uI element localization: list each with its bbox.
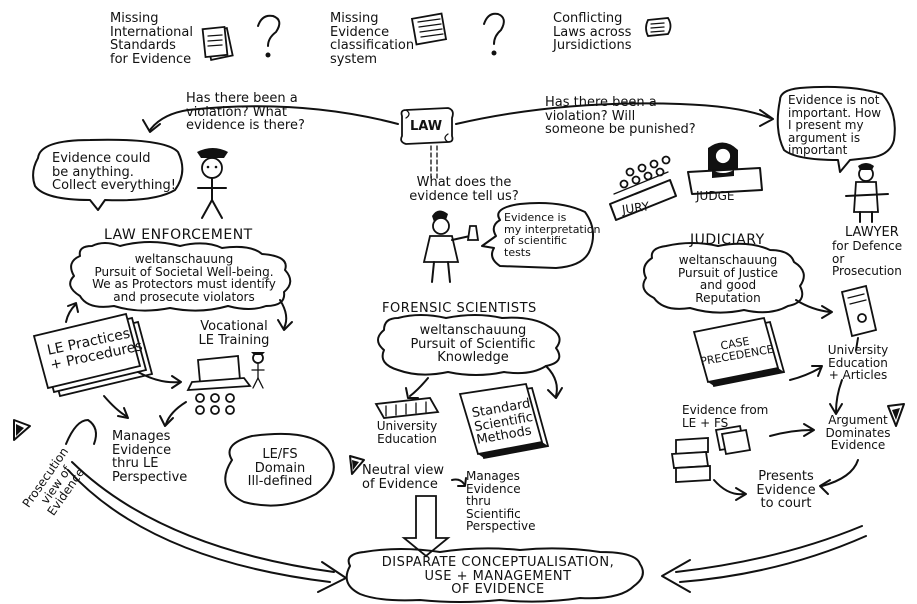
question-law-enforcement: Has there been a violation? What evidenc…	[186, 91, 305, 134]
manages-le-label: Manages Evidence thru LE Perspective	[112, 429, 188, 485]
speech-bubble-forensic	[481, 202, 595, 269]
instructor-icon	[251, 352, 265, 389]
arrow-neutral-to-manages	[451, 477, 467, 487]
students-icon	[195, 393, 235, 415]
training-label: Vocational LE Training	[198, 319, 270, 348]
judiciary-university-label: University Education + Articles	[827, 343, 889, 383]
label-law: LAW	[410, 119, 443, 134]
eye-icon	[13, 419, 31, 441]
speech-forensic-text: Evidence is my interpretation of scienti…	[504, 211, 601, 259]
arrow-university-to-argument	[829, 379, 843, 415]
arrow-certificate-to-university	[855, 337, 859, 351]
police-officer-icon	[197, 148, 228, 219]
neutral-view-label: Neutral view of Evidence	[362, 463, 445, 492]
judge-label: JUDGE	[696, 189, 735, 203]
arrow-right-to-judiciary	[455, 102, 774, 127]
ill-defined-circle	[224, 432, 335, 507]
arrow-practices-to-worldview	[65, 302, 79, 323]
ill-defined-label: LE/FS Domain Ill-defined	[247, 447, 313, 490]
lawyer-role-label: for Defence or Prosecution	[832, 239, 903, 279]
practices-document-stack	[32, 312, 154, 398]
dashed-connector-law-to-scientist	[430, 145, 438, 179]
worldview-law-enforcement: weltanschauung Pursuit of Societal Well-…	[92, 252, 276, 304]
arrow-worldview-to-methods	[545, 365, 563, 399]
papers-icon	[714, 424, 752, 456]
arrow-worldview-to-university	[405, 377, 429, 399]
manages-forensic-label: Manages Evidence thru Scientific Perspec…	[466, 469, 536, 534]
laptop-icon	[186, 355, 252, 391]
scientist-icon	[422, 210, 480, 283]
speech-bubble-law-enforcement	[32, 138, 184, 211]
arrow-practices-to-students	[137, 371, 182, 389]
arrow-worldview-to-training	[277, 299, 293, 331]
label-conflicting-laws: Conflicting Laws across Jursidictions	[553, 11, 632, 54]
arrow-worldview-to-certificate	[795, 299, 833, 319]
worldview-forensic: weltanschauung Pursuit of Scientific Kno…	[410, 323, 536, 366]
evidence-from-label: Evidence from LE + FS	[682, 403, 769, 430]
document-icon	[410, 12, 448, 46]
conclusion-label: DISPARATE CONCEPTUALISATION, USE + MANAG…	[381, 555, 615, 598]
worldview-cloud-law-enforcement	[69, 241, 292, 312]
worldview-cloud-judiciary	[642, 242, 805, 314]
big-arrow-down-center	[401, 495, 451, 558]
title-law-enforcement: LAW ENFORCEMENT	[104, 227, 253, 243]
lawyer-icon	[845, 163, 889, 223]
title-judiciary: JUDICIARY	[690, 232, 765, 248]
forensic-university-label: University Education	[376, 419, 438, 446]
arrow-prosecution-curve	[65, 419, 97, 445]
argument-label: Argument Dominates Evidence	[825, 413, 891, 453]
judge-icon	[687, 142, 763, 195]
arrow-evidence-to-presents	[713, 479, 747, 501]
arrow-judiciary-to-bottom	[661, 525, 867, 593]
question-judiciary: Has there been a violation? Will someone…	[545, 95, 696, 138]
label-missing-standards: Missing International Standards for Evid…	[110, 11, 193, 67]
arrow-evidence-to-argument	[769, 423, 815, 437]
university-icon	[374, 397, 440, 419]
arrow-training-to-manages	[159, 401, 187, 427]
eye-icon	[349, 455, 365, 475]
document-stack-icon	[201, 25, 234, 62]
worldview-cloud-forensic	[377, 314, 561, 376]
file-boxes-icon	[670, 437, 711, 483]
arrow-practices-to-manages	[103, 395, 129, 419]
certificate-icon	[840, 284, 878, 338]
speech-bubble-judiciary	[776, 85, 896, 173]
conclusion-cloud	[345, 547, 644, 603]
question-forensic: What does the evidence tell us?	[409, 175, 519, 204]
question-mark-icon	[257, 14, 281, 58]
label-missing-classification: Missing Evidence classification system	[330, 11, 415, 67]
speech-judiciary-text: Evidence is not important. How I present…	[788, 93, 882, 158]
eye-icon	[887, 403, 905, 427]
title-forensic: FORENSIC SCIENTISTS	[382, 301, 537, 316]
speech-law-enforcement-text: Evidence could be anything. Collect ever…	[52, 151, 177, 194]
arrow-case-to-evidence	[789, 365, 823, 381]
arrow-argument-to-presents	[819, 459, 859, 495]
jury-icon	[609, 155, 677, 221]
lawyer-label: LAWYER	[845, 225, 899, 240]
question-mark-icon	[483, 12, 505, 56]
book-icon	[458, 382, 550, 460]
case-precedence-book	[692, 316, 786, 388]
law-scroll	[400, 107, 454, 145]
scroll-icon	[645, 17, 672, 37]
presents-label: Presents Evidence to court	[756, 469, 816, 512]
worldview-judiciary: weltanschauung Pursuit of Justice and go…	[677, 253, 779, 305]
arrow-left-to-law-enforcement	[142, 105, 399, 133]
